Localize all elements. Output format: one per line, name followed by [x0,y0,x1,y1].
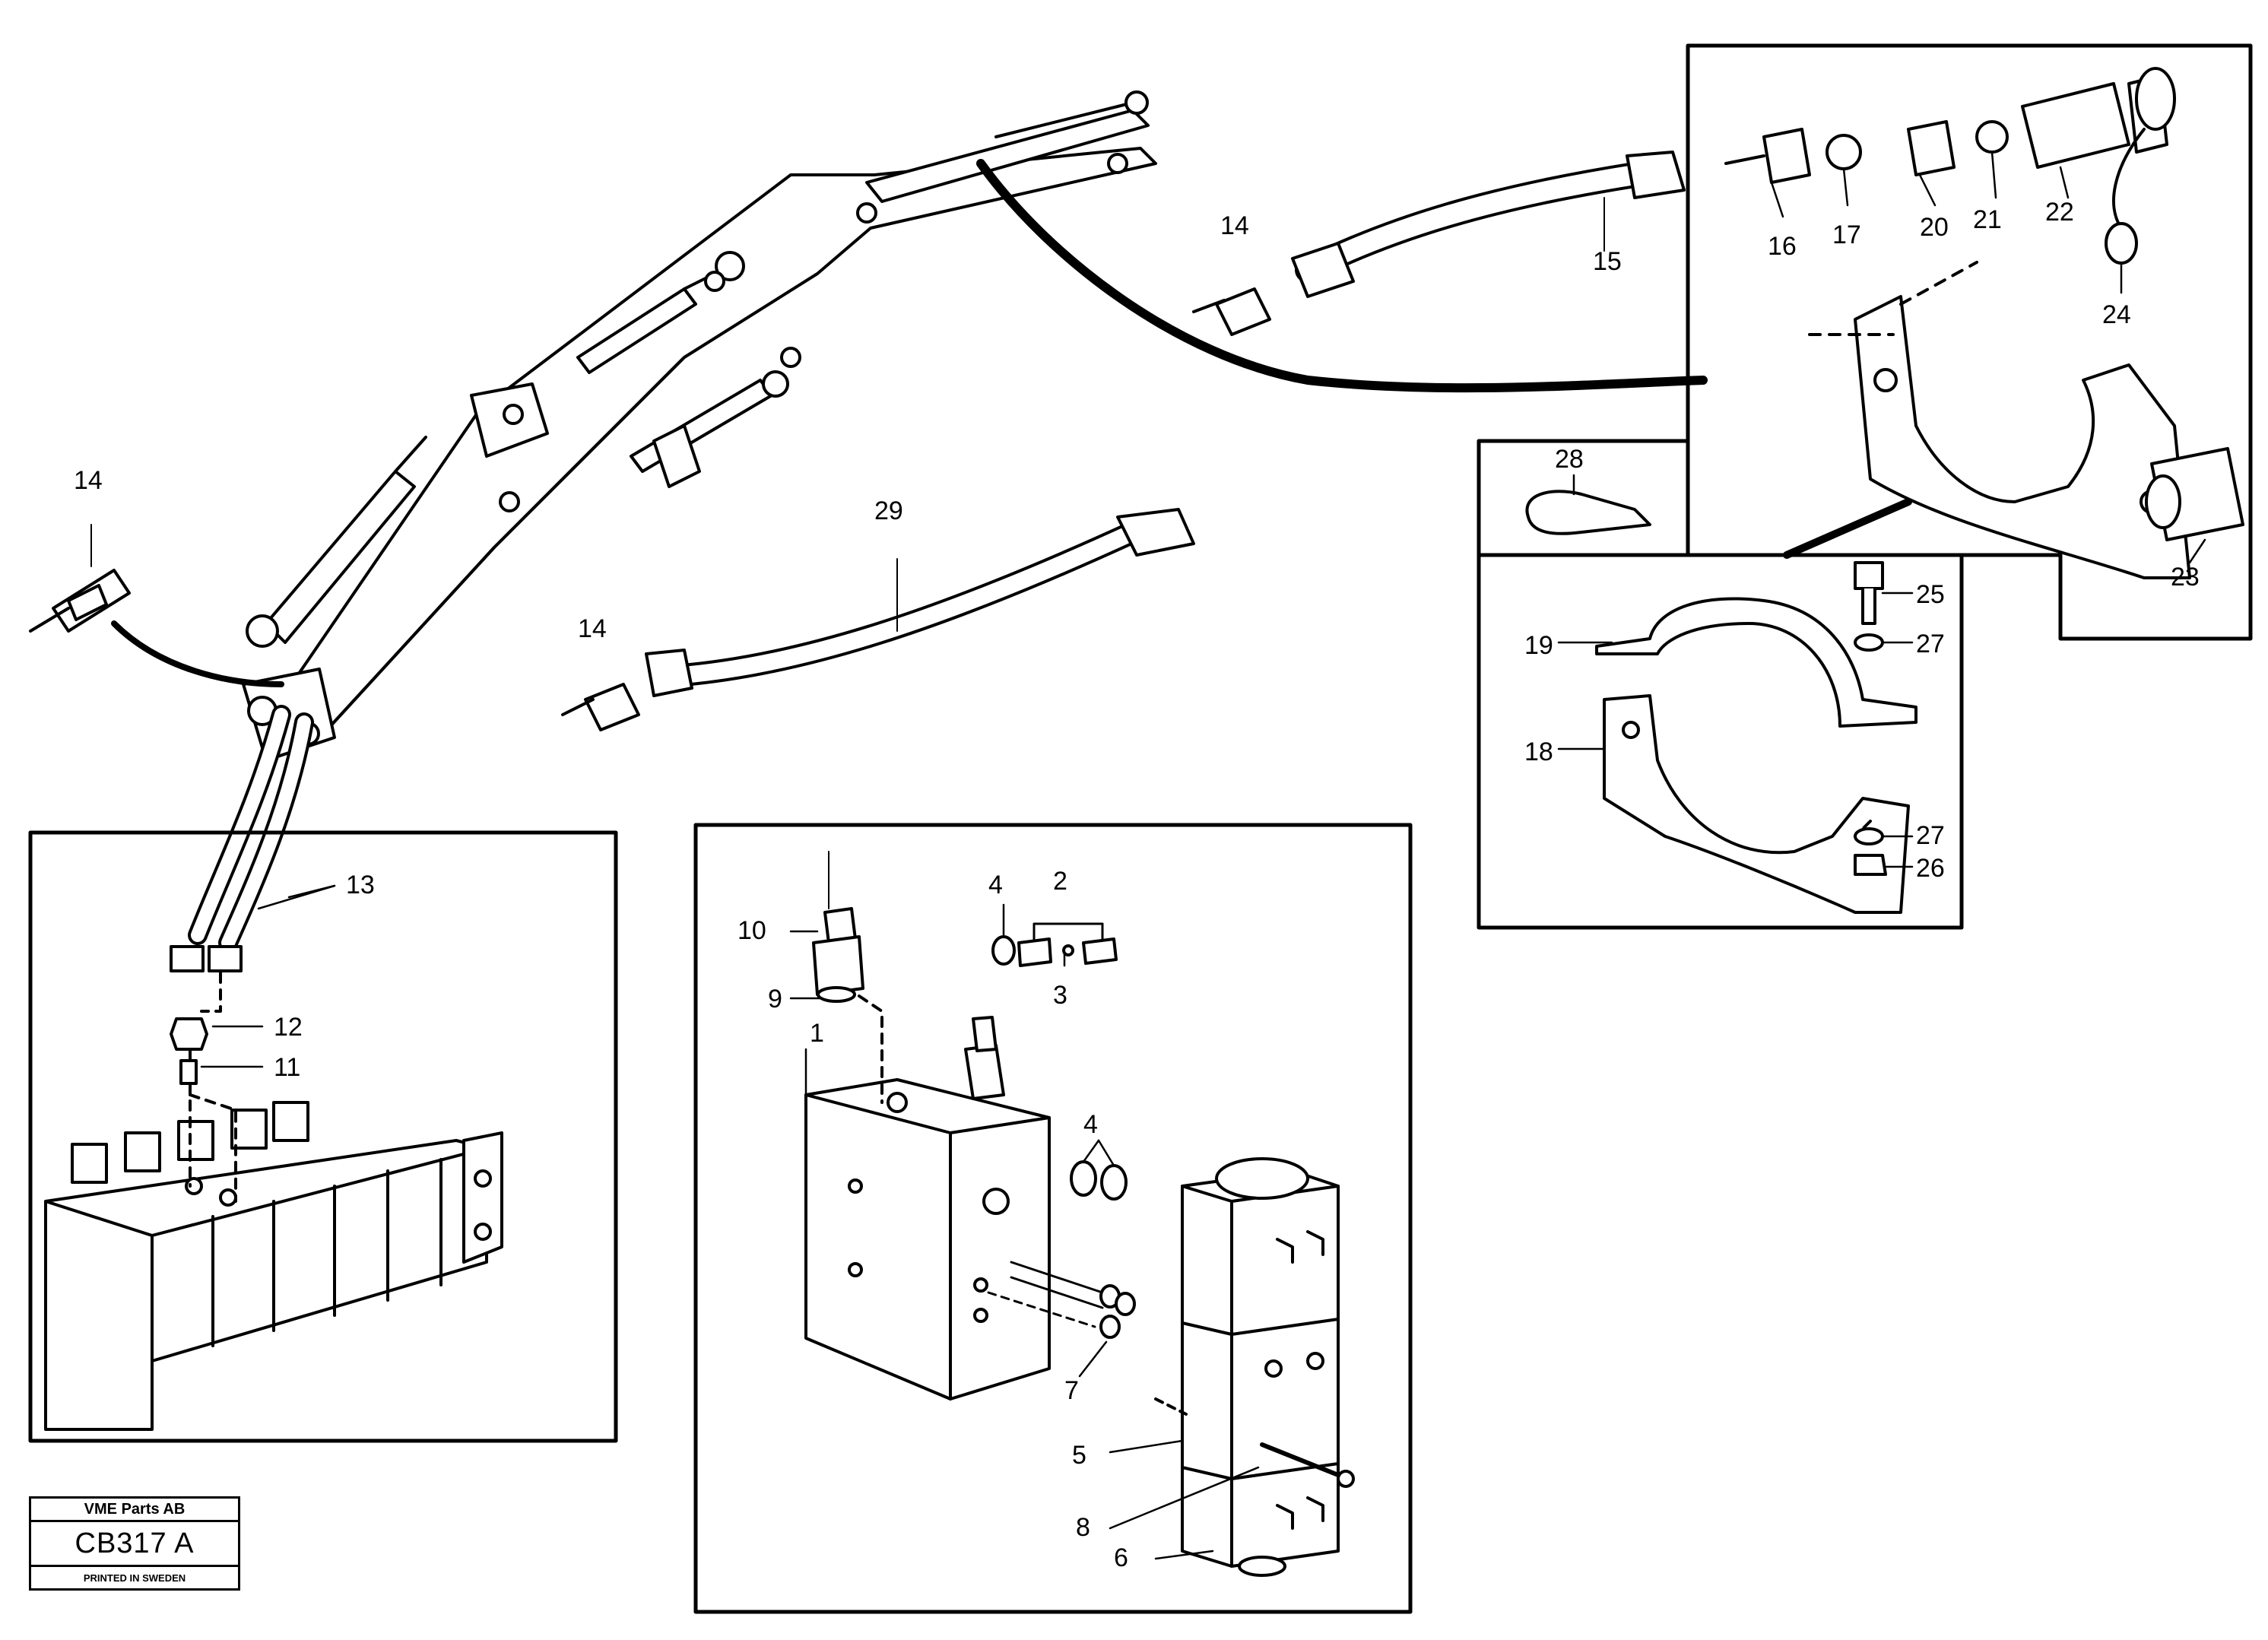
stamp-printed-note: PRINTED IN SWEDEN [83,1572,186,1584]
callout-26: 26 [1916,854,1945,883]
hose-15 [1192,67,2176,336]
valve-bank [44,972,503,1431]
fitting-14-left [29,524,284,687]
detail-box-clamp-halves [1477,553,1964,930]
leader-lines [200,151,2206,1560]
stamp-drawing-code: CB317 A [31,1522,238,1567]
clamp-halves [1595,561,1917,914]
callout-2: 2 [1053,867,1067,896]
callout-4b: 4 [1083,1110,1098,1139]
hose-29 [561,508,1195,731]
callout-13: 13 [346,871,375,899]
callout-15: 15 [1593,247,1622,276]
callout-1: 1 [810,1019,824,1048]
callout-21: 21 [1973,205,2002,234]
callout-28: 28 [1555,445,1584,474]
callout-25: 25 [1916,580,1945,609]
valve-block [804,851,1355,1577]
detail-box-valve-bank [28,830,618,1443]
detail-box-valve-block [693,823,1413,1614]
callout-12: 12 [274,1013,303,1042]
callout-22: 22 [2045,198,2074,227]
callout-20: 20 [1920,213,1949,242]
callout-11: 11 [274,1053,300,1082]
callout-7: 7 [1064,1376,1079,1405]
callout-6: 6 [1114,1543,1128,1572]
callout-24: 24 [2102,300,2131,329]
callout-27a: 27 [1916,630,1945,658]
clamp-bracket [1783,261,2244,579]
callout-3: 3 [1053,981,1067,1010]
callout-19: 19 [1524,631,1553,660]
title-stamp: VME Parts AB CB317 A PRINTED IN SWEDEN [29,1496,240,1591]
callout-29: 29 [874,496,903,525]
callout-16: 16 [1768,232,1797,261]
callout-5: 5 [1072,1441,1086,1470]
callout-14a: 14 [74,466,103,495]
callout-14c: 14 [1220,211,1249,240]
clip-28 [1525,490,1651,535]
callout-9: 9 [768,985,782,1014]
callout-labels: 1 2 3 4 4 5 6 7 8 9 10 11 12 13 14 14 14… [74,198,2200,1572]
callout-10: 10 [737,916,766,945]
callout-23: 23 [2171,563,2200,592]
callout-27b: 27 [1916,821,1945,850]
hoses-13 [170,705,314,972]
callout-18: 18 [1524,738,1553,766]
stamp-company: VME Parts AB [31,1499,238,1522]
callout-17: 17 [1832,220,1861,249]
callout-4a: 4 [988,871,1003,899]
callout-14b: 14 [578,614,607,643]
callout-8: 8 [1076,1513,1090,1542]
